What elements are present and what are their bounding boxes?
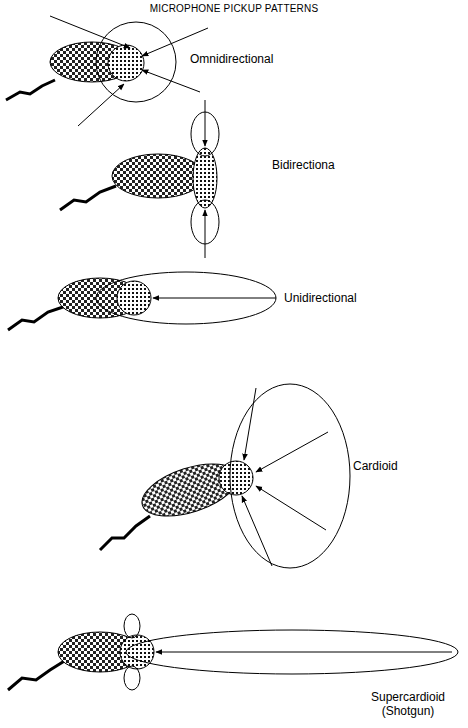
mic-cable xyxy=(100,516,150,550)
mic-head xyxy=(120,635,154,669)
sound-arrow xyxy=(156,652,452,653)
pattern-label: Cardioid xyxy=(353,459,398,473)
pickup-pattern xyxy=(96,22,176,102)
sound-arrow xyxy=(142,28,208,56)
pattern-label: Omnidirectional xyxy=(190,52,273,66)
pattern-label: Bidirectiona xyxy=(272,158,335,172)
sound-arrow xyxy=(256,486,326,530)
pickup-pattern xyxy=(230,384,350,568)
pickup-side-lobe xyxy=(124,666,140,690)
mic-body xyxy=(112,154,204,198)
pattern-label: Unidirectional xyxy=(284,291,357,305)
sound-arrow xyxy=(205,100,206,146)
sound-arrow xyxy=(244,388,256,460)
pickup-pattern xyxy=(126,630,458,674)
pickup-side-lobe xyxy=(124,614,140,638)
mic-cable xyxy=(8,306,66,330)
mic-head xyxy=(193,148,217,208)
diagram-title: MICROPHONE PICKUP PATTERNS xyxy=(150,2,319,16)
mic-head xyxy=(219,461,253,495)
mic-head xyxy=(117,281,151,315)
sound-arrow xyxy=(50,16,130,48)
sound-arrow xyxy=(142,70,200,92)
pickup-pattern xyxy=(96,272,276,324)
pattern-label: Supercardioid (Shotgun) xyxy=(353,690,463,718)
sound-arrow xyxy=(242,496,272,566)
sound-arrow xyxy=(256,432,328,472)
sound-arrow xyxy=(153,298,276,299)
mic-cable xyxy=(8,660,66,690)
sound-arrow xyxy=(205,210,206,258)
sound-arrow xyxy=(78,84,124,126)
mic-cable xyxy=(60,186,116,210)
mic-cable xyxy=(6,80,55,100)
mic-head xyxy=(108,45,144,81)
